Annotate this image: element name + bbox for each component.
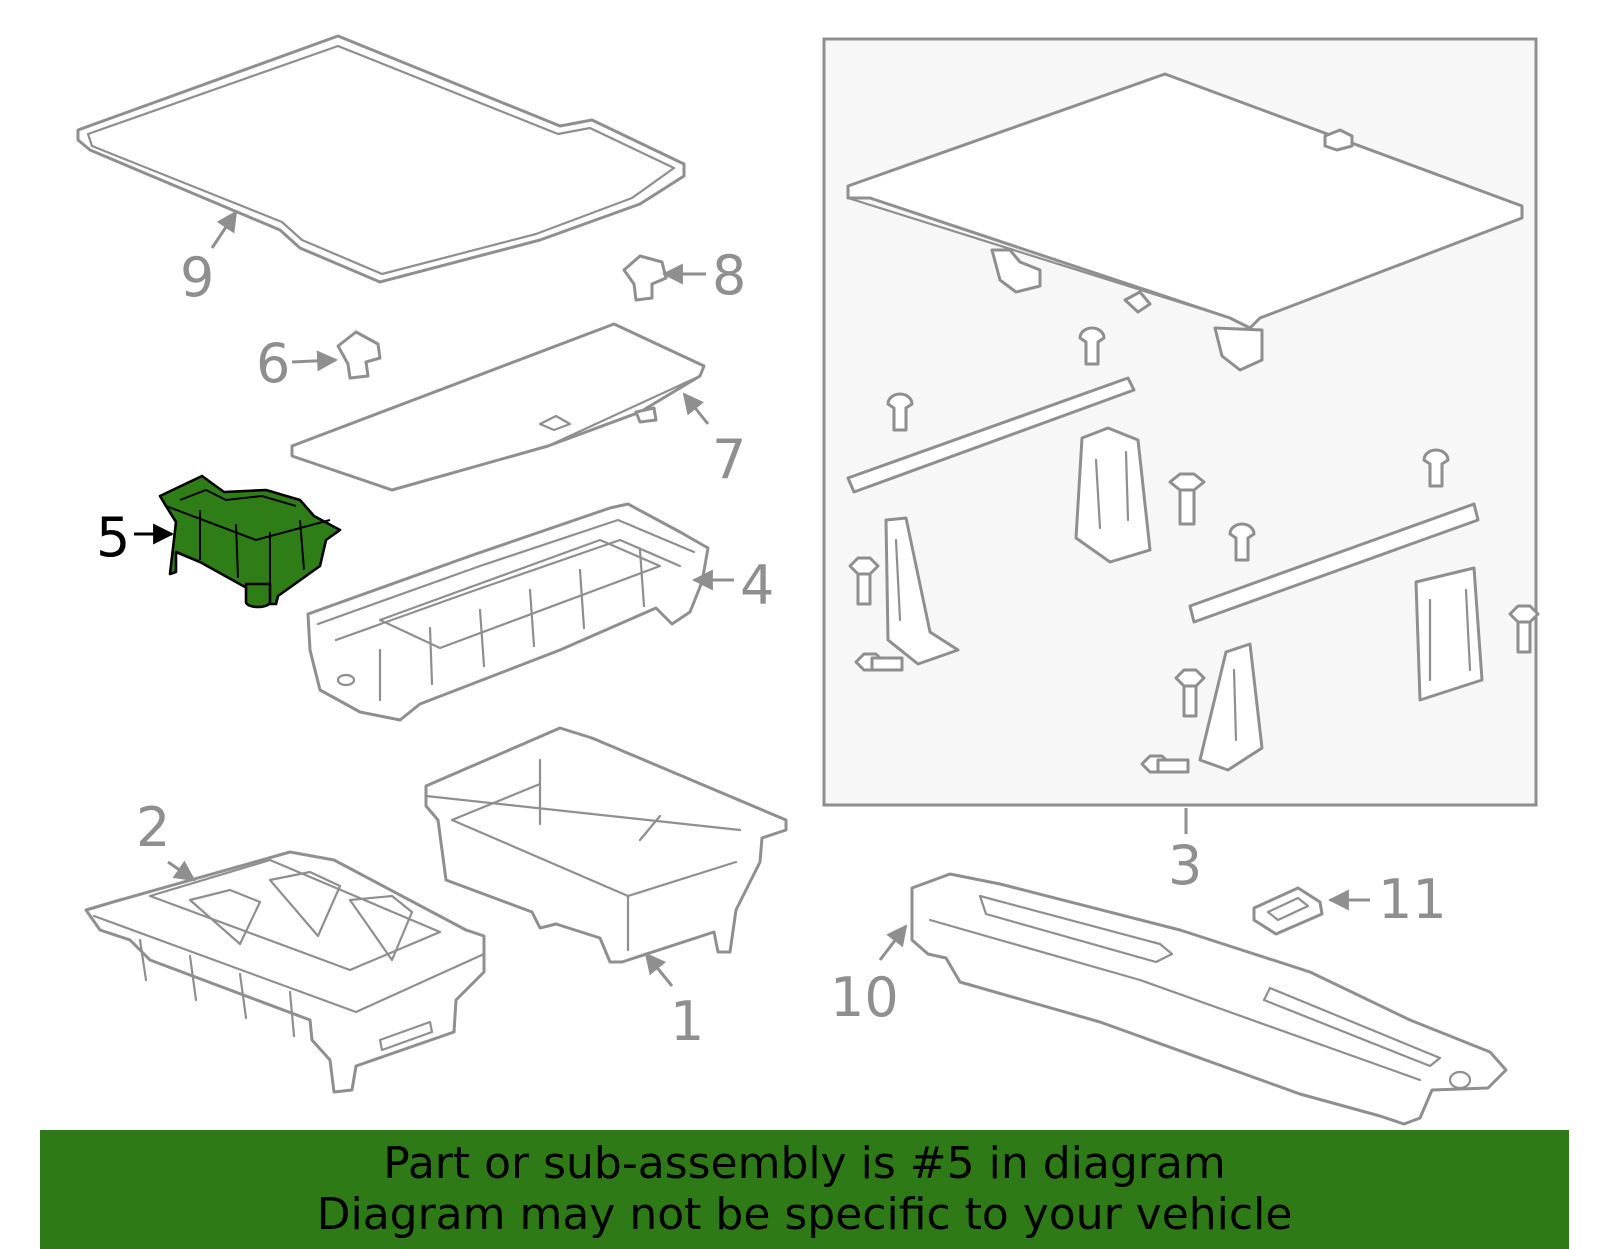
callout-4: 4 (740, 554, 774, 617)
banner-line-2: Diagram may not be specific to your vehi… (316, 1189, 1293, 1240)
part-9-floor-mat (76, 34, 686, 284)
parts-diagram: 9 8 6 7 5 4 2 1 3 10 11 (76, 34, 1540, 1126)
callout-7: 7 (712, 428, 746, 491)
inset-box-part-3 (822, 37, 1540, 807)
callout-6: 6 (256, 332, 290, 395)
part-6-clip (336, 330, 382, 380)
part-4-storage-tray (306, 502, 710, 722)
leader-lines (134, 210, 1370, 987)
part-7-cover-panel (290, 322, 706, 492)
part-10-sill-plate (910, 872, 1508, 1126)
part-1-storage-bin (424, 726, 788, 964)
callout-5: 5 (96, 506, 130, 569)
callout-1: 1 (670, 990, 704, 1053)
part-2-tire-tray (84, 850, 486, 1094)
part-5-bracket-highlighted (158, 474, 342, 609)
callout-8: 8 (712, 244, 746, 307)
callout-11: 11 (1378, 868, 1447, 931)
callout-2: 2 (136, 796, 170, 859)
callout-3: 3 (1168, 834, 1202, 897)
banner-line-1: Part or sub-assembly is #5 in diagram (383, 1138, 1226, 1189)
callout-10: 10 (830, 966, 899, 1029)
part-8-clip (622, 254, 668, 302)
info-banner: Part or sub-assembly is #5 in diagram Di… (40, 1130, 1569, 1249)
part-11-clip (1252, 886, 1324, 936)
callout-9: 9 (180, 246, 214, 309)
